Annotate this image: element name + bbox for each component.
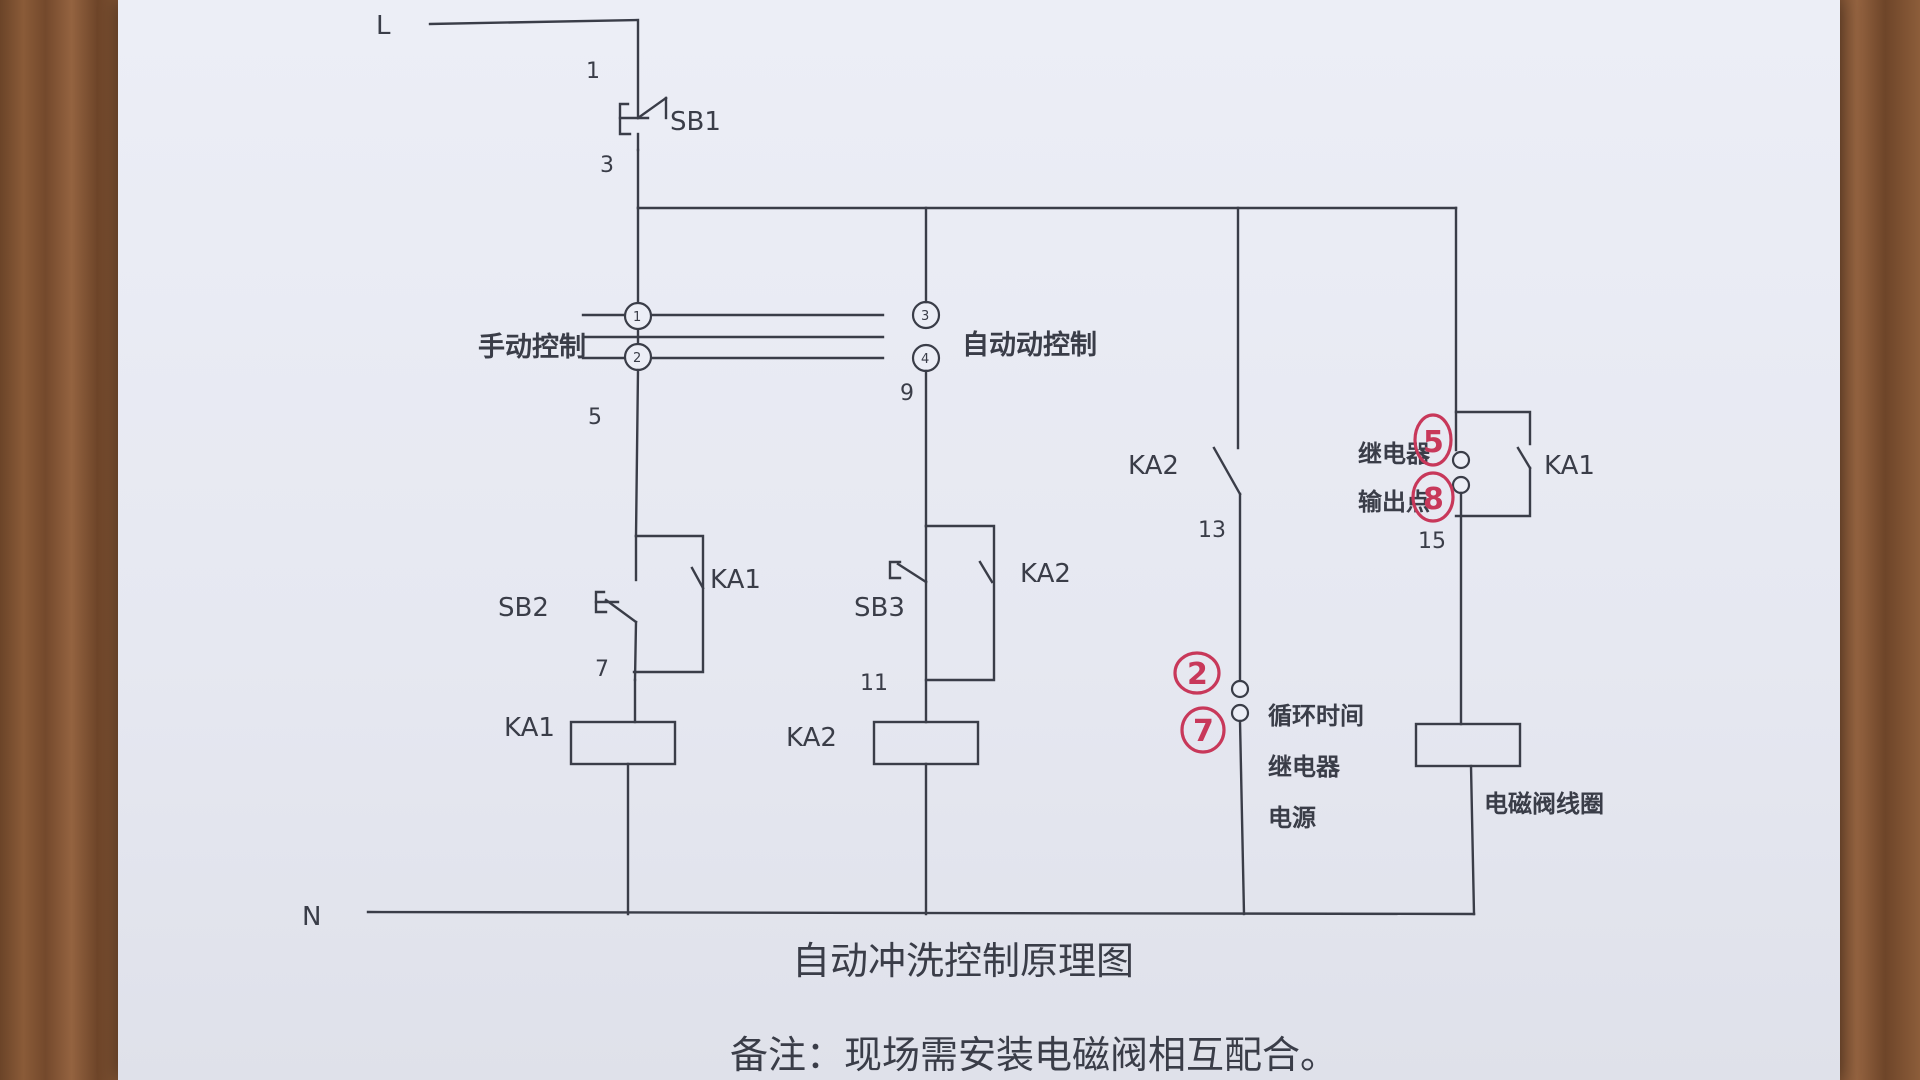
svg-text:7: 7 [1193,714,1214,749]
circuit-schematic: L 1 SB1 3 1 2 3 4 手动控制 自动动控制 5 SB2 KA1 7 [302,11,1604,1077]
label-relay-output-2: 输出点 [1358,488,1430,516]
label-cycle-power: 电源 [1268,804,1316,832]
relay-output-terminal-8 [1451,475,1471,495]
annotation-mark-5: 5 [1413,413,1453,467]
annotation-mark-2: 2 [1173,651,1221,695]
label-sb3: SB3 [854,593,905,623]
timer-terminal-7 [1230,703,1250,723]
switch-sb3 [888,524,928,724]
contact-ka1 [690,566,705,590]
label-L: L [376,11,391,41]
label-N: N [302,902,321,932]
diagram-title: 自动冲洗控制原理图 [792,939,1134,983]
switch-sb1 [618,96,668,152]
label-ka1-coil: KA1 [504,713,555,743]
node-1: 1 [586,59,600,84]
svg-text:2: 2 [1187,657,1208,692]
paper-sheet: L 1 SB1 3 1 2 3 4 手动控制 自动动控制 5 SB2 KA1 7 [118,0,1840,1080]
label-manual-control: 手动控制 [478,332,586,363]
selector-terminal-1-label: 1 [633,310,641,325]
svg-text:8: 8 [1423,482,1444,517]
label-ka2-contact: KA2 [1020,559,1071,589]
switch-sb2 [594,590,638,682]
neutral-bus [366,910,1476,916]
annotation-mark-8: 8 [1411,471,1455,523]
label-ka1-contact: KA1 [710,565,761,595]
wooden-table-left [0,0,130,1080]
wire-branch1-lower [634,368,640,538]
node-5: 5 [588,405,602,430]
label-ka2-cycle-contact: KA2 [1128,451,1179,481]
coil-solenoid [1414,722,1522,768]
timer-terminal-2 [1230,679,1250,699]
annotation-mark-7: 7 [1180,706,1226,754]
wire-ka1-output-bottom [1454,466,1532,518]
relay-output-terminal-5 [1451,450,1471,470]
node-3: 3 [600,153,614,178]
wire-ka1-output-top [1454,410,1532,446]
contact-ka1-output [1516,446,1532,470]
label-relay-output-1: 继电器 [1358,440,1431,468]
label-cycle-relay: 继电器 [1268,753,1341,781]
node-7: 7 [595,657,609,682]
node-13: 13 [1198,518,1226,543]
selector-terminal-1 [623,301,653,331]
wire-ka2-parallel [924,524,996,682]
label-ka2-coil: KA2 [786,723,837,753]
selector-terminal-3-label: 3 [921,309,929,324]
contact-ka2 [978,560,994,584]
coil-ka2 [872,720,980,766]
selector-terminal-2-label: 2 [633,351,641,366]
node-9: 9 [900,381,914,406]
label-auto-control: 自动动控制 [962,329,1097,361]
selector-terminal-4-label: 4 [921,352,929,367]
label-solenoid-coil: 电磁阀线圈 [1484,790,1604,818]
node-15: 15 [1418,529,1446,554]
coil-ka1 [569,720,677,766]
svg-text:5: 5 [1423,425,1444,460]
wire-branch3-bottom [1238,719,1246,916]
label-ka1-output-contact: KA1 [1544,451,1595,481]
diagram-note: 备注：现场需安装电磁阀相互配合。 [730,1033,1338,1077]
contact-ka2-cycle [1212,446,1242,682]
wire-ka1-parallel [632,534,705,674]
wire-L [428,18,640,120]
node-11: 11 [860,671,888,696]
label-sb2: SB2 [498,593,549,623]
label-sb1: SB1 [670,107,721,137]
wire-branch4-bottom [1469,764,1476,916]
label-cycle-time: 循环时间 [1268,702,1364,730]
